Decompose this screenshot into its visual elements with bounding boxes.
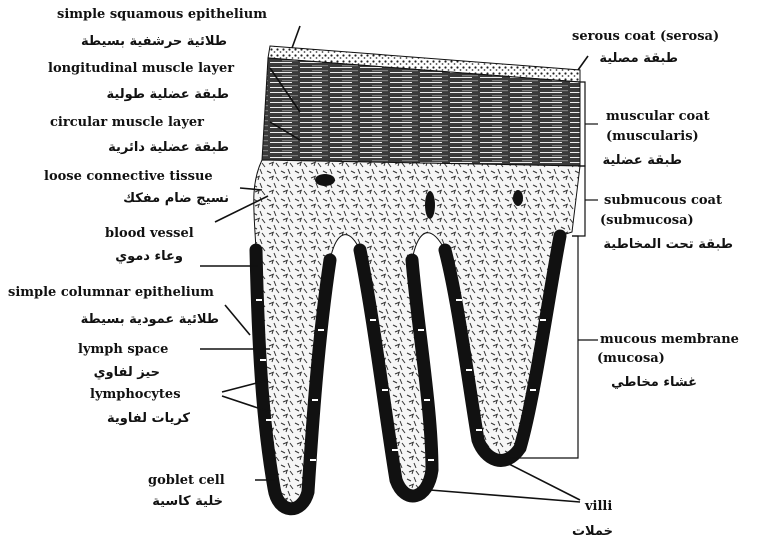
label-goblet-cell-ar: خلية كاسية [152, 494, 223, 509]
blood-vessel-1 [315, 174, 335, 186]
label-lymph-space-ar: حيز لفاوي [94, 365, 160, 380]
label-lymphocytes-ar: كريات لفاوية [107, 411, 190, 426]
label-lymphocytes-en: lymphocytes [90, 387, 181, 402]
label-blood-vessel-ar: وعاء دموي [115, 249, 183, 264]
labels-left: simple squamous epithelium طلائية حرشفية… [8, 7, 267, 509]
label-muscular-coat-en2: (muscularis) [606, 129, 699, 144]
label-serous-coat-ar: طبقة مصلية [599, 51, 678, 66]
label-muscular-coat-en1: muscular coat [606, 109, 710, 124]
label-lymph-space-en: lymph space [78, 342, 168, 357]
label-mucous-membrane-ar: غشاء مخاطي [611, 375, 697, 390]
label-loose-connective-en: loose connective tissue [44, 169, 213, 184]
label-mucous-membrane-en2: (mucosa) [597, 351, 665, 366]
label-serous-coat-en: serous coat (serosa) [572, 29, 719, 44]
label-circular-muscle-en: circular muscle layer [50, 115, 204, 130]
label-longitudinal-muscle-ar: طبقة عضلية طولية [107, 87, 230, 102]
label-submucous-coat-en2: (submucosa) [600, 213, 694, 228]
blood-vessel-3 [513, 190, 523, 206]
label-longitudinal-muscle-en: longitudinal muscle layer [48, 61, 234, 76]
label-submucous-coat-ar: طبقة تحت المخاطية [603, 237, 733, 252]
label-loose-connective-ar: نسيج ضام مفكك [123, 191, 229, 206]
label-villi-ar: خملات [572, 524, 613, 539]
label-simple-squamous-ar: طلائية حرشفية بسيطة [81, 34, 227, 49]
label-blood-vessel-en: blood vessel [105, 226, 194, 241]
label-simple-squamous-en: simple squamous epithelium [57, 7, 267, 22]
label-goblet-cell-en: goblet cell [148, 473, 225, 488]
tissue-section [254, 46, 580, 509]
label-muscular-coat-ar: طبقة عضلية [602, 153, 682, 168]
label-simple-columnar-en: simple columnar epithelium [8, 285, 214, 300]
blood-vessel-2 [425, 191, 435, 219]
label-circular-muscle-ar: طبقة عضلية دائرية [108, 140, 229, 155]
label-submucous-coat-en1: submucous coat [604, 193, 722, 208]
label-villi-en: villi [584, 499, 612, 514]
label-simple-columnar-ar: طلائية عمودية بسيطة [81, 312, 219, 327]
labels-right: serous coat (serosa) طبقة مصلية muscular… [572, 29, 739, 539]
label-mucous-membrane-en1: mucous membrane [600, 332, 739, 347]
